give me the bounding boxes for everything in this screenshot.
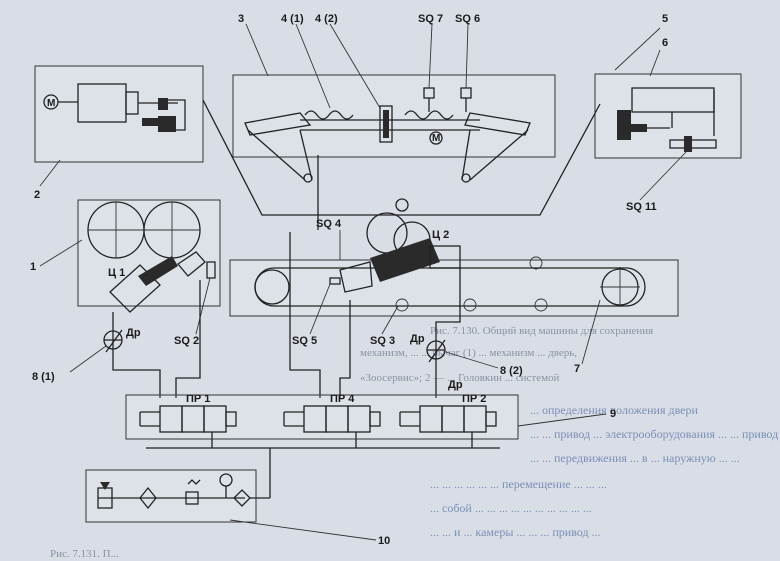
label-c1: Ц 1	[108, 267, 125, 279]
label-sq7: SQ 7	[418, 13, 443, 25]
motor-unit-2: M 2	[34, 65, 204, 201]
air-prep-unit-10: 10	[85, 448, 390, 547]
label-7: 7	[574, 363, 580, 375]
bg-text-line1: Рис. 7.130. Общий вид машины для сохране…	[430, 325, 653, 337]
label-2: 2	[34, 189, 40, 201]
roll-unit-1: Ц 1 1	[30, 199, 221, 313]
bg-text-line6: ... ... передвижения ... в ... наружную …	[530, 451, 740, 465]
label-dr2: Др	[410, 333, 425, 345]
label-pr2: ПР 2	[462, 393, 486, 405]
bg-text-line8: ... собой ... ... ... ... ... ... ... ..…	[430, 501, 592, 515]
label-sq4: SQ 4	[316, 218, 342, 230]
motor-unit-2-frame	[34, 65, 204, 163]
label-8-1: 8 (1)	[32, 371, 55, 383]
label-pr1: ПР 1	[186, 393, 210, 405]
label-sq11: SQ 11	[626, 201, 657, 213]
unit-6-frame	[594, 73, 742, 159]
background-page-text: Рис. 7.130. Общий вид машины для сохране…	[50, 325, 778, 560]
throttle-8-2: Др 8 (2)	[410, 333, 523, 377]
label-3: 3	[238, 13, 244, 25]
bg-text-line4: ... определения положения двери	[530, 403, 699, 417]
label-5: 5	[662, 13, 668, 25]
bg-text-line5: ... ... привод ... электрооборудования .…	[530, 427, 778, 441]
mechanism-3: M 3 4 (1) 4 (2) SQ 7 SQ 6	[232, 13, 556, 183]
label-9: 9	[610, 408, 616, 420]
label-dr3: Др	[448, 379, 463, 391]
label-pr4: ПР 4	[330, 393, 355, 405]
bg-text-line7: ... ... ... ... ... ... перемещение ... …	[430, 477, 607, 491]
air-prep-frame	[85, 469, 257, 523]
label-dr1: Др	[126, 327, 141, 339]
label-4-1: 4 (1)	[281, 13, 304, 25]
label-c2: Ц 2	[432, 229, 449, 241]
label-4-2: 4 (2)	[315, 13, 338, 25]
label-sq3: SQ 3	[370, 335, 395, 347]
label-10: 10	[378, 535, 390, 547]
label-1: 1	[30, 261, 36, 273]
motor-label: M	[47, 98, 55, 109]
label-6: 6	[662, 37, 668, 49]
unit-6: 5 6 SQ 11	[594, 13, 742, 213]
valve-block-9: ПР 1 ПР 4 ПР 2 Др 9	[125, 379, 616, 449]
motor2-label: M	[432, 133, 440, 144]
bg-text-line9: ... ... и ... камеры ... ... ... привод …	[430, 525, 601, 539]
label-sq2: SQ 2	[174, 335, 199, 347]
bg-text-line3: «Зоосервис»; 2 — ... Головкин ... систем…	[360, 372, 560, 384]
conveyor-7: 7	[229, 256, 679, 375]
cylinder-c2: Ц 2 SQ 4	[316, 198, 461, 293]
conveyor-frame	[229, 259, 679, 317]
label-8-2: 8 (2)	[500, 365, 523, 377]
label-sq6: SQ 6	[455, 13, 480, 25]
label-sq5: SQ 5	[292, 335, 317, 347]
bg-text-line2: механизм, ... ... рычаг (1) ... механизм…	[360, 347, 577, 359]
bg-footer: Рис. 7.131. П...	[50, 548, 119, 560]
throttle-8-1: Др 8 (1)	[32, 327, 141, 383]
